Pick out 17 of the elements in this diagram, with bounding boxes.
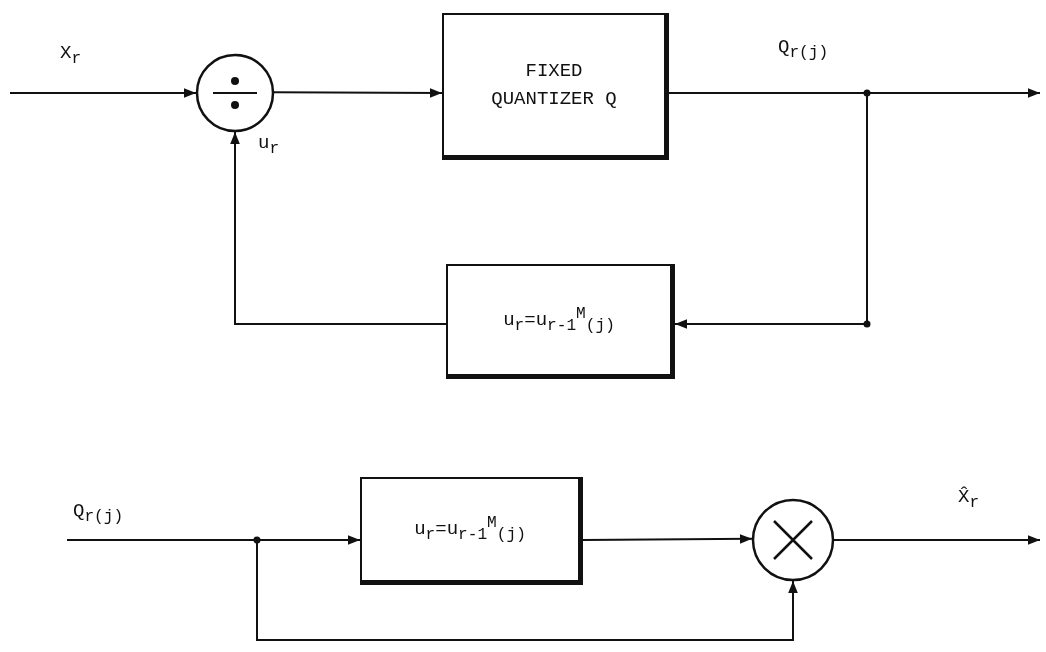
signal-label: X̂$_{r}$ — [958, 486, 980, 512]
arrow — [833, 535, 1041, 545]
process-box — [442, 13, 669, 160]
arrow — [9, 88, 197, 98]
divider-circle — [195, 53, 275, 133]
signal-label: X$_{r}$ — [60, 42, 82, 68]
multiplier-circle — [751, 498, 835, 582]
signal-label: Q$_{r(j)}$ — [778, 36, 829, 62]
arrow — [582, 534, 753, 544]
arrow — [273, 88, 443, 98]
process-box — [360, 477, 583, 585]
process-box — [446, 264, 675, 379]
arrow — [66, 539, 798, 641]
signal-label: Q$_{r(j)}$ — [73, 500, 124, 526]
signal-label: u$_{r}$ — [258, 132, 280, 158]
box-text: FIXED QUANTIZER Q — [490, 58, 618, 112]
arrow — [230, 131, 447, 325]
